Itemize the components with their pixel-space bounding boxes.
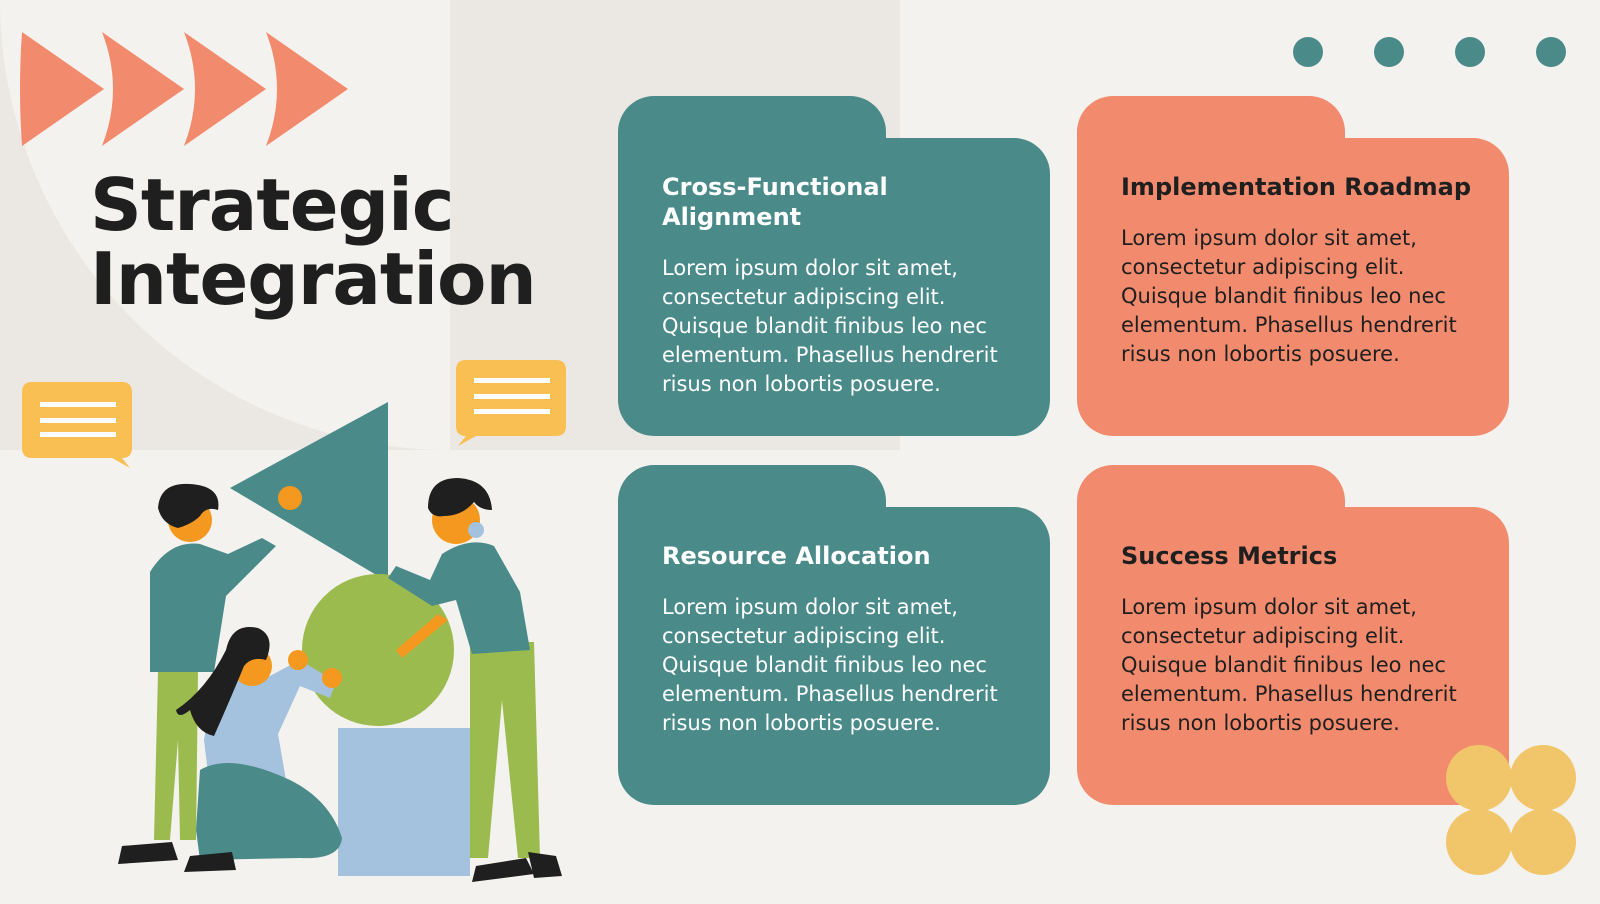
- card-body: [1077, 507, 1509, 805]
- decorative-circle: [1446, 745, 1512, 811]
- card-text: Lorem ipsum dolor sit amet, consectetur …: [662, 256, 998, 396]
- card-heading: Implementation Roadmap: [1121, 173, 1472, 201]
- card-implementation-roadmap: Implementation Roadmap Lorem ipsum dolor…: [1077, 96, 1509, 436]
- card-body: [1077, 138, 1509, 436]
- card-text: Lorem ipsum dolor sit amet, consectetur …: [1121, 226, 1457, 366]
- slide-title: Strategic Integration: [90, 168, 537, 316]
- card-heading: Success Metrics: [1121, 542, 1338, 570]
- decorative-circle: [1446, 809, 1512, 875]
- card-body: [618, 507, 1050, 805]
- card-heading: Cross-Functional Alignment: [662, 173, 888, 231]
- card-resource-allocation: Resource Allocation Lorem ipsum dolor si…: [618, 465, 1050, 805]
- person-kneeling: [176, 626, 342, 872]
- teamwork-illustration: [0, 360, 580, 900]
- card-success-metrics: Success Metrics Lorem ipsum dolor sit am…: [1077, 465, 1509, 805]
- person-left: [118, 483, 302, 864]
- card-body: [618, 138, 1050, 436]
- team-people-icon: [22, 360, 566, 882]
- speech-bubble-icon: [456, 360, 566, 446]
- chevron-decoration: [20, 30, 360, 150]
- decorative-circle: [1510, 809, 1576, 875]
- decorative-dot: [1293, 37, 1323, 67]
- chevron-arrows-icon: [20, 32, 348, 146]
- decorative-dot: [1536, 37, 1566, 67]
- decorative-dot: [1455, 37, 1485, 67]
- card-heading: Resource Allocation: [662, 542, 931, 570]
- speech-bubble-icon: [22, 382, 132, 468]
- title-line-1: Strategic: [90, 163, 455, 247]
- decorative-circle: [1510, 745, 1576, 811]
- card-text: Lorem ipsum dolor sit amet, consectetur …: [662, 595, 998, 735]
- card-cross-functional-alignment: Cross-Functional Alignment Lorem ipsum d…: [618, 96, 1050, 436]
- decorative-dot: [1374, 37, 1404, 67]
- yellow-circles-decoration: [1446, 745, 1576, 875]
- dot-decoration: [1293, 37, 1566, 67]
- card-text: Lorem ipsum dolor sit amet, consectetur …: [1121, 595, 1457, 735]
- title-line-2: Integration: [90, 237, 537, 321]
- person-right: [388, 478, 562, 882]
